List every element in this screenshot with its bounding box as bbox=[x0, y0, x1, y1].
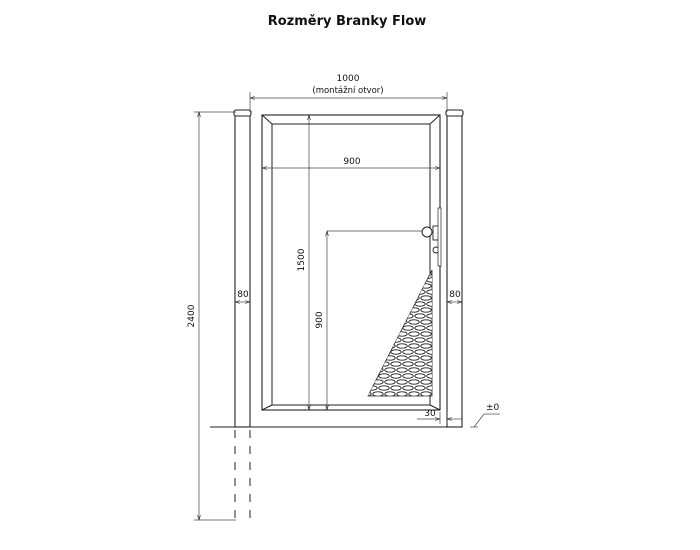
mesh-hole bbox=[402, 361, 414, 367]
mesh-hole bbox=[426, 349, 432, 355]
bottom-gap-label: 30 bbox=[424, 409, 436, 419]
mesh-hole bbox=[408, 319, 420, 325]
mesh-hole bbox=[384, 379, 396, 385]
mesh-hole bbox=[402, 385, 414, 391]
mesh-hole bbox=[402, 373, 414, 379]
mesh-hole bbox=[390, 385, 402, 391]
dimension-leaf-width: 900 bbox=[262, 157, 440, 168]
mesh-hole bbox=[414, 373, 426, 379]
mesh-hole bbox=[384, 367, 396, 373]
mesh-hole bbox=[402, 349, 414, 355]
ground-level-marker: ±0 bbox=[470, 403, 500, 428]
mesh-hole bbox=[426, 270, 432, 271]
mesh-hole bbox=[420, 295, 432, 301]
mesh-hole bbox=[414, 337, 426, 343]
mesh-hole bbox=[426, 361, 432, 367]
mesh-hole bbox=[408, 391, 420, 396]
mesh-hole bbox=[408, 343, 420, 349]
mesh-hole bbox=[420, 355, 432, 361]
mesh-hole bbox=[378, 373, 390, 379]
ground-level-label: ±0 bbox=[486, 403, 500, 413]
mesh-hole bbox=[390, 373, 402, 379]
mesh-hole bbox=[396, 367, 408, 373]
opening-note-label: (montážní otvor) bbox=[312, 86, 383, 96]
mesh-hole bbox=[390, 349, 402, 355]
mesh-hole bbox=[414, 313, 426, 319]
mesh-hole bbox=[396, 343, 408, 349]
drawing-title: Rozměry Branky Flow bbox=[268, 14, 427, 29]
mesh-hole bbox=[420, 319, 432, 325]
mesh-hole bbox=[426, 337, 432, 343]
dimension-leaf-height: 1500 bbox=[297, 115, 309, 410]
dimension-opening-width: 1000 (montážní otvor) bbox=[249, 74, 448, 112]
mesh-hole bbox=[408, 367, 420, 373]
dimension-handle-height: 900 bbox=[315, 230, 422, 410]
mesh-hole bbox=[420, 367, 432, 373]
mesh-hole bbox=[390, 361, 402, 367]
mesh-hole bbox=[426, 325, 432, 331]
mesh-hole bbox=[372, 391, 384, 396]
dimension-bottom-gap: 30 bbox=[417, 409, 462, 424]
dimension-total-height: 2400 bbox=[187, 111, 236, 521]
right-post-width-label: 80 bbox=[449, 290, 461, 300]
mesh-hole bbox=[396, 379, 408, 385]
mesh-hole bbox=[414, 385, 426, 391]
mesh-hole bbox=[426, 385, 432, 391]
mesh-hole bbox=[408, 379, 420, 385]
mesh-hole bbox=[396, 355, 408, 361]
mesh-hole bbox=[408, 355, 420, 361]
mesh-hole bbox=[426, 373, 432, 379]
mesh-hole bbox=[414, 325, 426, 331]
mesh-hole bbox=[420, 307, 432, 313]
left-post bbox=[233, 109, 252, 520]
total-height-label: 2400 bbox=[187, 304, 197, 327]
mesh-hole bbox=[384, 391, 396, 396]
mesh-hole bbox=[426, 289, 432, 295]
mesh-hole bbox=[408, 331, 420, 337]
mesh-hole bbox=[402, 325, 414, 331]
mesh-hole bbox=[414, 349, 426, 355]
mesh-hole bbox=[396, 391, 408, 396]
lock-handle-icon bbox=[421, 207, 442, 267]
dimension-left-post: 80 bbox=[235, 290, 250, 302]
leaf-height-label: 1500 bbox=[297, 248, 307, 271]
mesh-hole bbox=[426, 313, 432, 319]
mesh-hole bbox=[426, 301, 432, 307]
mesh-hole bbox=[378, 385, 390, 391]
left-post-width-label: 80 bbox=[237, 290, 249, 300]
mesh-hole bbox=[420, 331, 432, 337]
mesh-hole bbox=[420, 391, 432, 396]
dimension-right-post: 80 bbox=[447, 290, 462, 302]
mesh-hole bbox=[402, 337, 414, 343]
mesh-hole bbox=[414, 301, 426, 307]
mesh-hole bbox=[420, 379, 432, 385]
leaf-width-label: 900 bbox=[343, 157, 360, 167]
mesh-hole bbox=[414, 361, 426, 367]
mesh-hole bbox=[420, 343, 432, 349]
opening-width-label: 1000 bbox=[337, 74, 360, 84]
handle-height-label: 900 bbox=[315, 311, 325, 328]
right-post bbox=[445, 109, 464, 428]
